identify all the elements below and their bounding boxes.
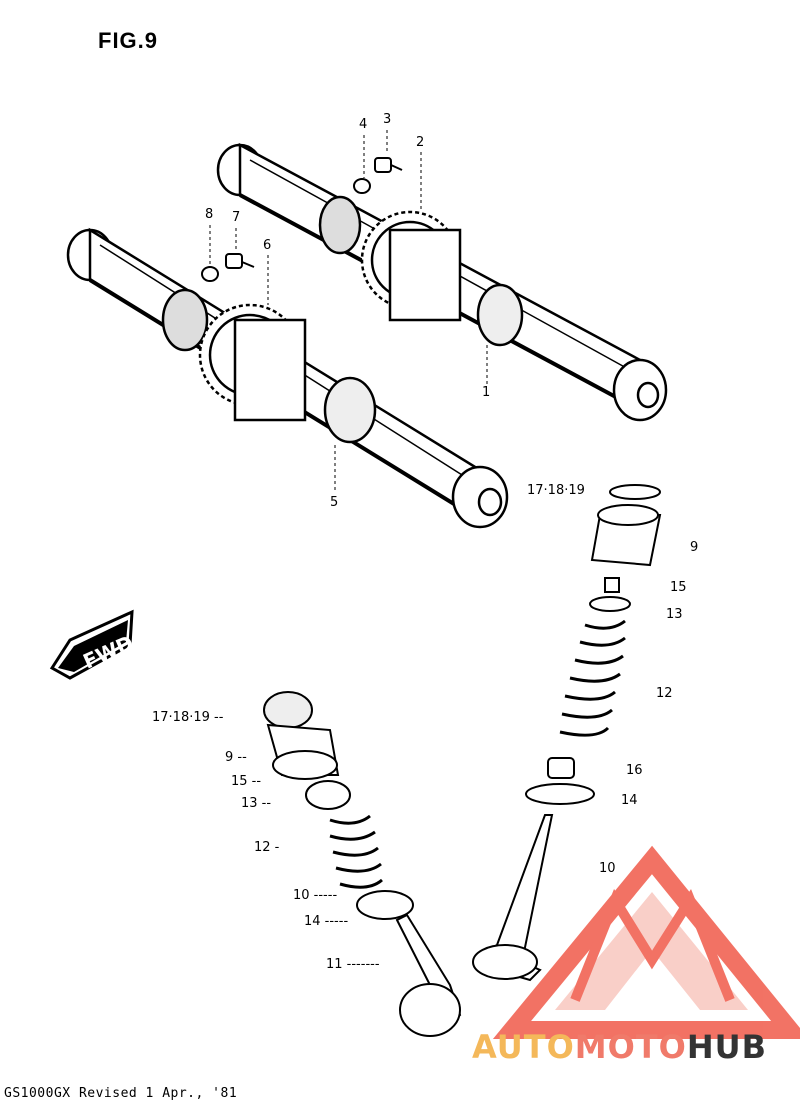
watermark-text: AUTOMOTOHUB (472, 1028, 767, 1066)
label-left-11: 11 ------- (326, 957, 380, 972)
label-6: 6 (263, 238, 272, 253)
valve-assembly-right (472, 484, 662, 982)
fwd-arrow (49, 609, 134, 680)
label-left-15: 15 -- (231, 774, 262, 789)
label-left-12: 12 - (254, 840, 280, 855)
label-left-17-18-19: 17·18·19 -- (152, 710, 224, 725)
label-7: 7 (232, 210, 241, 225)
bolts (201, 157, 403, 282)
label-right-16: 16 (626, 763, 643, 778)
label-right-14: 14 (621, 793, 638, 808)
label-right-17-18-19: 17·18·19 (527, 483, 585, 498)
valve-assembly-left (263, 691, 462, 1037)
label-right-9: 9 (690, 540, 699, 555)
label-right-13: 13 (666, 607, 683, 622)
watermark-moto: MOTO (574, 1028, 687, 1066)
camshaft-intake (216, 142, 668, 422)
footer-revision: GS1000GX Revised 1 Apr., '81 (4, 1086, 238, 1101)
leader-lines (209, 130, 488, 490)
watermark-hub: HUB (686, 1028, 768, 1066)
watermark-logo (492, 845, 800, 1039)
watermark-auto: AUTO (472, 1028, 575, 1066)
camshaft-exhaust (66, 227, 509, 529)
label-4: 4 (359, 117, 368, 132)
label-left-10: 10 ----- (293, 888, 338, 903)
label-1: 1 (482, 385, 491, 400)
figure-title: FIG.9 (98, 28, 159, 53)
label-right-12: 12 (656, 686, 673, 701)
label-left-9: 9 -- (225, 750, 247, 765)
label-8: 8 (205, 207, 214, 222)
label-right-10: 10 (599, 861, 616, 876)
label-5: 5 (330, 495, 339, 510)
label-2: 2 (416, 135, 425, 150)
label-right-15: 15 (670, 580, 687, 595)
label-left-14: 14 ----- (304, 914, 349, 929)
label-3: 3 (383, 112, 392, 127)
label-left-13: 13 -- (241, 796, 272, 811)
